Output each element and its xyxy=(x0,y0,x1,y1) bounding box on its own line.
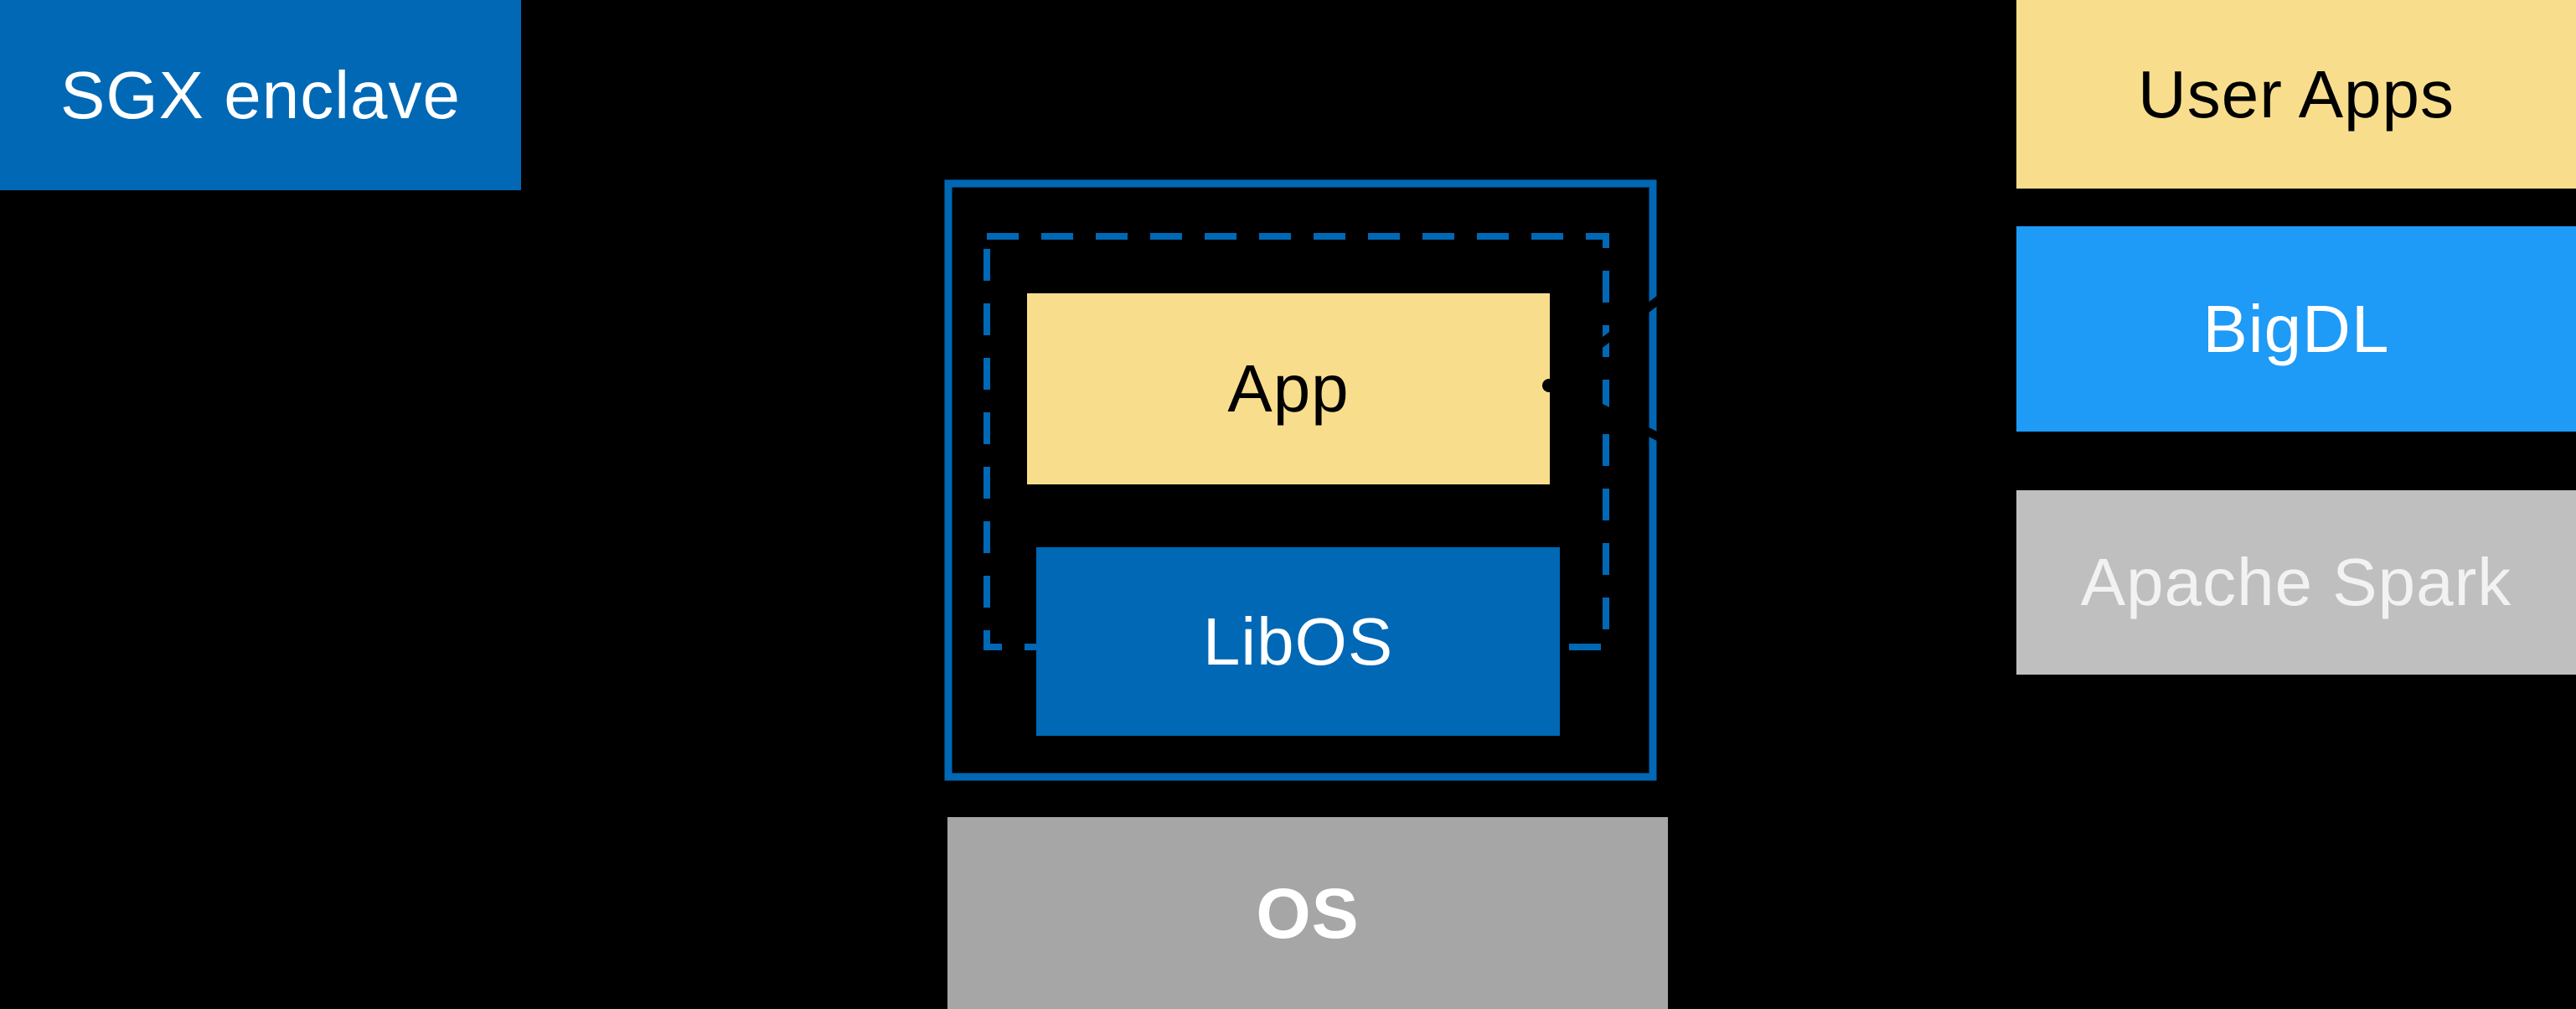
enclave-dashed-border xyxy=(983,233,1609,650)
sgx-enclave-label: SGX enclave xyxy=(60,57,461,132)
user-apps-label: User Apps xyxy=(2137,56,2455,132)
enclave-outer-border xyxy=(944,179,1657,781)
apache-spark-label: Apache Spark xyxy=(2080,545,2512,619)
libos-label: LibOS xyxy=(1202,603,1394,679)
app-connector-upper-line xyxy=(1549,264,1705,384)
libos-box: LibOS xyxy=(1036,547,1560,736)
sgx-connector-dot xyxy=(513,510,526,524)
bigdl-label: BigDL xyxy=(2202,291,2390,366)
os-box: OS xyxy=(947,817,1668,1009)
app-label: App xyxy=(1227,351,1350,426)
user-apps-box: User Apps xyxy=(2016,0,2576,189)
bigdl-box: BigDL xyxy=(2016,226,2576,432)
apache-spark-box: Apache Spark xyxy=(2016,490,2576,675)
os-label: OS xyxy=(1256,873,1360,953)
sgx-enclave-box: SGX enclave xyxy=(0,0,521,190)
app-box: App xyxy=(1027,293,1550,484)
app-connector-lower-line xyxy=(1550,379,1756,489)
app-connector-dot xyxy=(1542,379,1556,392)
